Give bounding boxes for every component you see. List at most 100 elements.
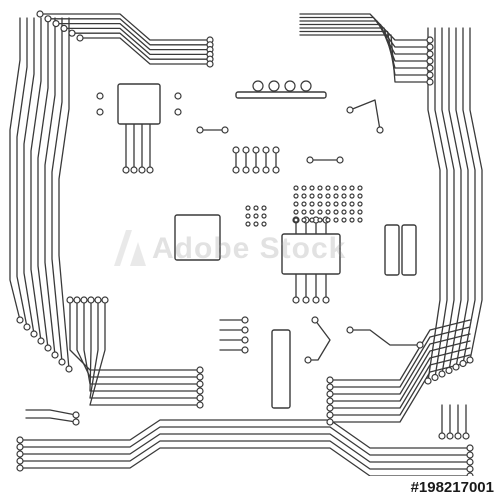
circuit-pad: [58, 358, 66, 366]
circuit-trace: [299, 27, 431, 69]
circuit-pad: [36, 10, 44, 18]
circuit-pad: [101, 296, 109, 304]
circuit-trace: [299, 20, 431, 55]
circuit-trace: [19, 426, 471, 456]
circuit-pad: [242, 146, 250, 154]
circuit-pad: [302, 296, 310, 304]
connector-bar: [235, 91, 327, 99]
circuit-trace: [25, 409, 77, 416]
circuit-pad: [336, 156, 344, 164]
circuit-pad: [424, 377, 432, 385]
circuit-pad: [466, 444, 474, 452]
circuit-chip: [117, 83, 161, 125]
circuit-pad: [309, 193, 315, 199]
circuit-pad: [138, 166, 146, 174]
circuit-pad: [438, 370, 446, 378]
circuit-pad: [452, 363, 460, 371]
circuit-chip: [174, 214, 221, 261]
circuit-chip: [384, 224, 400, 276]
circuit-pad: [245, 205, 251, 211]
circuit-trace: [69, 299, 201, 371]
footer-strip: [0, 476, 500, 500]
circuit-trace: [329, 333, 471, 395]
circuit-pad: [326, 411, 334, 419]
circuit-trace: [37, 17, 49, 349]
circuit-pad: [333, 217, 339, 223]
circuit-pad: [446, 432, 454, 440]
circuit-pad: [37, 337, 45, 345]
circuit-pad: [293, 193, 299, 199]
circuit-pad: [301, 209, 307, 215]
circuit-trace: [329, 319, 471, 381]
circuit-trace: [79, 37, 211, 65]
circuit-pad: [346, 106, 354, 114]
circuit-pad: [325, 201, 331, 207]
circuit-pad: [241, 326, 249, 334]
circuit-pad: [357, 209, 363, 215]
circuit-pad: [346, 326, 354, 334]
circuit-chips: [117, 83, 417, 409]
circuit-trace: [462, 27, 476, 365]
circuit-pad: [325, 217, 331, 223]
circuit-pad: [322, 296, 330, 304]
circuit-pad: [262, 166, 270, 174]
circuit-trace: [307, 319, 331, 361]
circuit-pad: [87, 296, 95, 304]
circuit-pad: [261, 205, 267, 211]
circuit-pad: [317, 201, 323, 207]
circuit-trace: [23, 17, 35, 335]
circuit-trace: [434, 27, 448, 379]
circuit-traces: [9, 13, 483, 477]
circuit-trace: [299, 16, 431, 48]
circuit-pad: [284, 80, 296, 92]
circuit-pad: [66, 296, 74, 304]
circuit-pad: [349, 209, 355, 215]
circuit-pad: [16, 316, 24, 324]
circuit-pad: [196, 394, 204, 402]
circuit-pad: [311, 316, 319, 324]
circuit-pad: [326, 376, 334, 384]
circuit-pad: [268, 80, 280, 92]
circuit-pad: [426, 64, 434, 72]
circuit-pad: [462, 432, 470, 440]
circuit-trace: [39, 13, 211, 41]
circuit-pad: [341, 185, 347, 191]
circuit-pad: [301, 217, 307, 223]
circuit-trace: [349, 99, 381, 131]
circuit-pad: [196, 380, 204, 388]
circuit-trace: [30, 17, 42, 342]
circuit-pad: [241, 336, 249, 344]
circuit-trace: [55, 22, 211, 51]
circuit-pad: [466, 465, 474, 473]
circuit-pad: [16, 464, 24, 472]
circuit-pad: [68, 29, 76, 37]
circuit-pad: [301, 193, 307, 199]
circuit-trace: [299, 23, 431, 62]
circuit-trace: [19, 419, 471, 449]
circuit-pad: [293, 185, 299, 191]
circuit-pad: [272, 146, 280, 154]
circuit-trace: [19, 440, 471, 470]
circuit-pad: [466, 451, 474, 459]
circuit-pad: [306, 156, 314, 164]
circuit-chip: [281, 233, 341, 275]
circuit-pad: [72, 418, 80, 426]
circuit-pad: [272, 166, 280, 174]
circuit-pad: [232, 166, 240, 174]
circuit-trace: [329, 340, 471, 402]
circuit-chip: [401, 224, 417, 276]
circuit-pad: [349, 217, 355, 223]
circuit-trace: [329, 326, 471, 388]
circuit-pad: [317, 185, 323, 191]
circuit-pad: [196, 366, 204, 374]
circuit-pad: [252, 166, 260, 174]
circuit-trace: [89, 299, 201, 392]
circuit-trace: [89, 299, 201, 399]
circuit-trace: [299, 13, 431, 41]
circuit-pad: [357, 217, 363, 223]
circuit-pad: [349, 193, 355, 199]
circuit-trace: [329, 361, 471, 423]
circuit-pad: [253, 205, 259, 211]
circuit-pad: [196, 126, 204, 134]
circuit-pad: [304, 356, 312, 364]
